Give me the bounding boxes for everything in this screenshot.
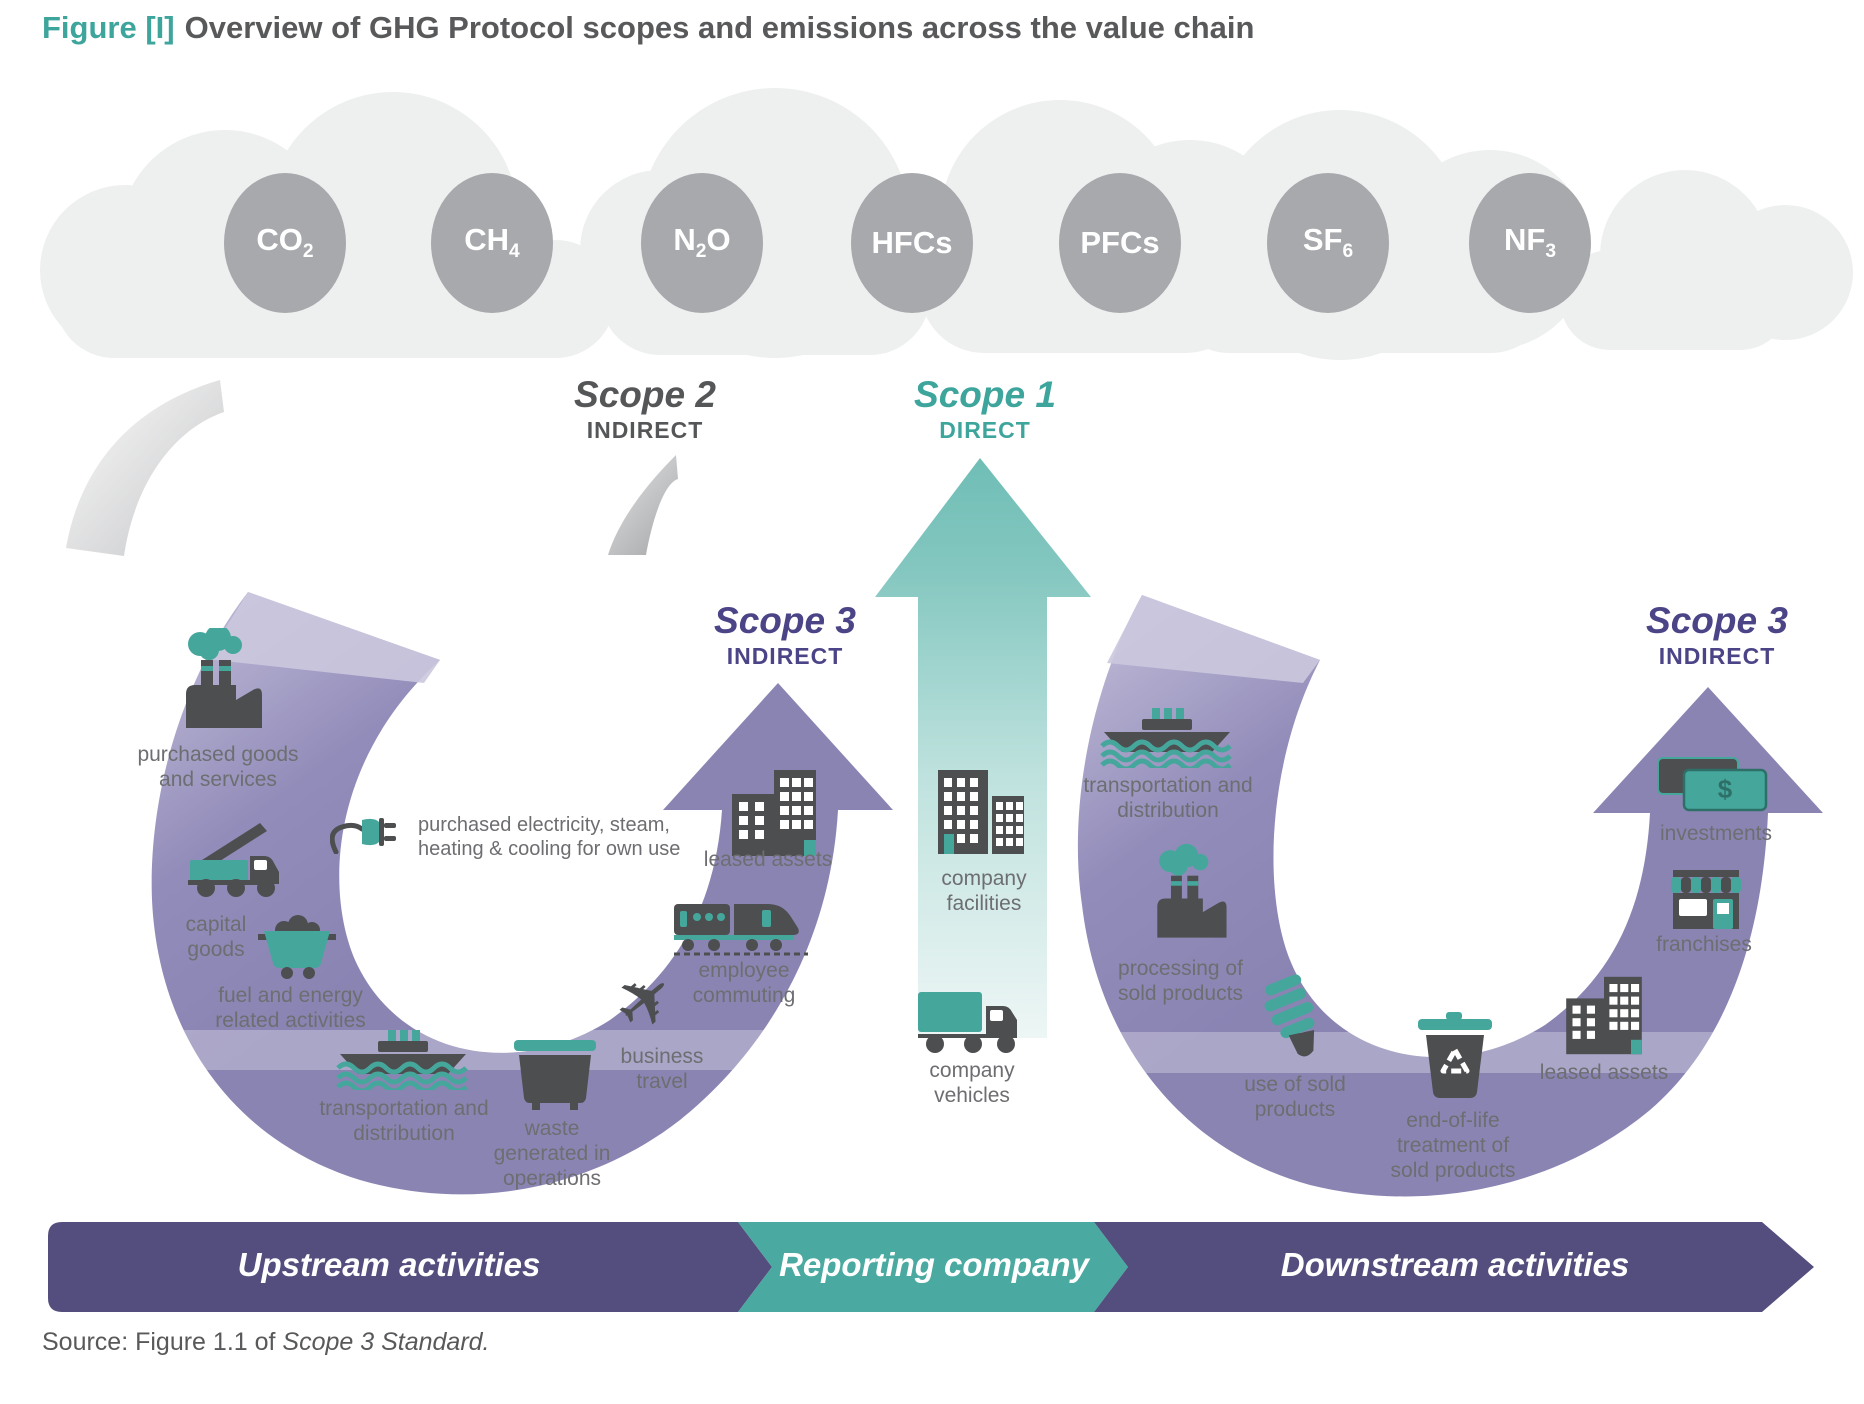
- plug-icon: [330, 818, 396, 854]
- mine-cart-icon: [258, 915, 336, 979]
- gray-swoosh-shape: [66, 380, 224, 556]
- electricity-line2: heating & cooling for own use: [418, 838, 681, 860]
- label-purchased-electricity: purchased electricity, steam, heating & …: [418, 813, 680, 861]
- label-leased-assets-upstream: leased assets: [703, 848, 833, 871]
- label-waste: waste generated in operations: [493, 1117, 611, 1191]
- cloud-shape: [40, 185, 210, 355]
- truck-icon: [918, 992, 1017, 1053]
- scope3-left-type: INDIRECT: [726, 643, 844, 669]
- cfl-bulb-icon: [1264, 974, 1315, 1057]
- banner-reporting-label: Reporting company: [779, 1246, 1089, 1283]
- banner-downstream-label: Downstream activities: [1280, 1246, 1630, 1283]
- scope3-left-label: Scope 3 INDIRECT: [665, 602, 905, 670]
- label-purchased-goods: purchased goods and services: [137, 743, 299, 792]
- gas-circle-pfcs: PFCs: [1059, 173, 1181, 313]
- gas-circle-nf3: NF3: [1469, 173, 1591, 313]
- label-business-travel: business travel: [620, 1045, 704, 1094]
- recycle-bin-icon: [1418, 1012, 1492, 1098]
- scope1-title: Scope 1: [914, 374, 1056, 415]
- factory-icon: [1157, 843, 1227, 938]
- dumpster-icon: [514, 1040, 596, 1110]
- crane-truck-icon: [188, 823, 279, 897]
- reporting-banner-segment: [738, 1222, 1128, 1312]
- label-franchises: franchises: [1656, 933, 1752, 956]
- money-icon: $: [1657, 757, 1768, 812]
- figure-title-text: Overview of GHG Protocol scopes and emis…: [184, 10, 1255, 45]
- scope1-label: Scope 1 DIRECT: [865, 376, 1105, 444]
- label-transportation-upstream: transportation and distribution: [319, 1097, 489, 1146]
- scope2-label: Scope 2 INDIRECT: [525, 376, 765, 444]
- gas-circle-hfcs: HFCs: [851, 173, 973, 313]
- ship-icon: [1100, 706, 1234, 768]
- scope1-type: DIRECT: [939, 417, 1031, 443]
- banner-upstream-label: Upstream activities: [237, 1246, 541, 1283]
- label-end-of-life: end-of-life treatment of sold products: [1390, 1109, 1516, 1183]
- storefront-icon: [1671, 870, 1741, 929]
- cloud-shape: [1718, 205, 1853, 340]
- label-transportation-downstream: transportation and distribution: [1083, 774, 1253, 823]
- upstream-banner-segment: [48, 1222, 772, 1312]
- source-note: Source: Figure 1.1 of Scope 3 Standard.: [42, 1328, 490, 1357]
- gas-circle-sf6: SF6: [1267, 173, 1389, 313]
- label-capital-goods: capital goods: [185, 913, 247, 962]
- scope3-right-type: INDIRECT: [1658, 643, 1776, 669]
- gas-circle-n2o: N2O: [641, 173, 763, 313]
- label-use-of-sold: use of sold products: [1244, 1073, 1346, 1122]
- label-company-facilities: company facilities: [941, 867, 1027, 916]
- gas-circle-ch4: CH4: [431, 173, 553, 313]
- electricity-line1: purchased electricity, steam,: [418, 814, 670, 836]
- figure-title: Figure [I] Overview of GHG Protocol scope…: [42, 10, 1254, 46]
- source-work: Scope 3 Standard.: [282, 1328, 490, 1356]
- scope1-arrow: [875, 458, 1091, 1038]
- scope3-right-label: Scope 3 INDIRECT: [1597, 602, 1837, 670]
- label-company-vehicles: company vehicles: [929, 1059, 1015, 1108]
- company-buildings-icon: [938, 770, 1024, 854]
- label-investments: investments: [1659, 822, 1773, 845]
- downstream-banner-segment: [1094, 1222, 1814, 1312]
- scope2-type: INDIRECT: [586, 417, 704, 443]
- ship-icon: [336, 1028, 470, 1090]
- label-processing: processing of sold products: [1118, 957, 1243, 1006]
- value-chain-banner: [48, 1222, 1814, 1312]
- scope3-left-title: Scope 3: [714, 600, 856, 641]
- scope2-pointer-icon: [608, 455, 678, 555]
- label-fuel-energy: fuel and energy related activities: [215, 984, 366, 1033]
- scope3-right-title: Scope 3: [1646, 600, 1788, 641]
- building-icon: [1566, 976, 1642, 1055]
- building-icon: [732, 770, 816, 856]
- scope2-title: Scope 2: [574, 374, 716, 415]
- gas-circle-co2: CO2: [224, 173, 346, 313]
- factory-icon: [186, 628, 262, 728]
- dollar-sign: $: [1718, 774, 1733, 804]
- label-employee-commuting: employee commuting: [692, 959, 796, 1008]
- label-leased-assets-downstream: leased assets: [1539, 1061, 1669, 1084]
- train-icon: [674, 904, 808, 956]
- source-prefix: Source: Figure 1.1 of: [42, 1328, 283, 1356]
- figure-label: Figure [I]: [42, 10, 175, 45]
